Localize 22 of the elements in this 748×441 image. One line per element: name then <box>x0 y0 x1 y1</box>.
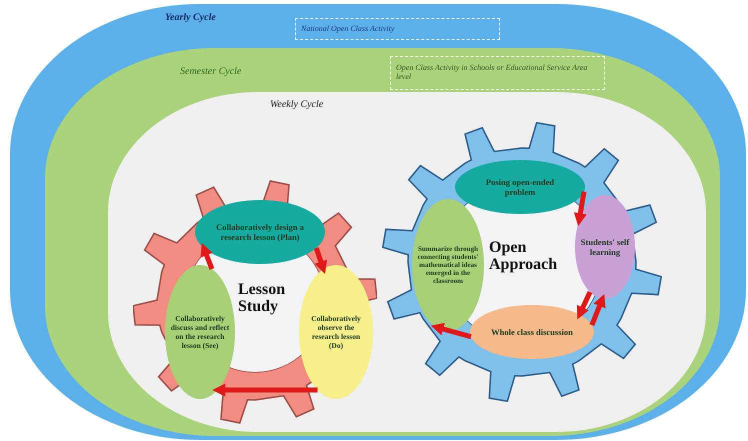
cycle-band <box>45 48 720 436</box>
arrow <box>576 290 592 320</box>
gear-title: Open Approach <box>489 240 558 274</box>
gear-title: Lesson Study <box>238 282 286 316</box>
cycle-label: Weekly Cycle <box>270 100 324 110</box>
dashed-box <box>295 18 500 40</box>
cycle-band <box>108 92 706 432</box>
dashed-box <box>390 56 605 90</box>
activity-text: Open Class Activity in Schools or Educational Service Area level <box>396 64 588 82</box>
activity-text: National Open Class Activity <box>301 24 394 34</box>
arrow <box>200 243 214 270</box>
step-text: Posing open-ended problem <box>484 177 556 197</box>
step-text: Collaboratively design a research lesson (Plan) <box>215 222 305 242</box>
arrow <box>574 191 587 226</box>
arrow <box>212 384 318 397</box>
arrow <box>590 294 606 326</box>
cycle-label: Semester Cycle <box>180 67 242 78</box>
step-text: Whole class discussion <box>491 327 573 337</box>
arrow <box>314 247 328 274</box>
arrow <box>430 322 472 340</box>
cycle-label: Yearly Cycle <box>165 13 216 24</box>
step-text: Students' self learning <box>580 237 630 257</box>
